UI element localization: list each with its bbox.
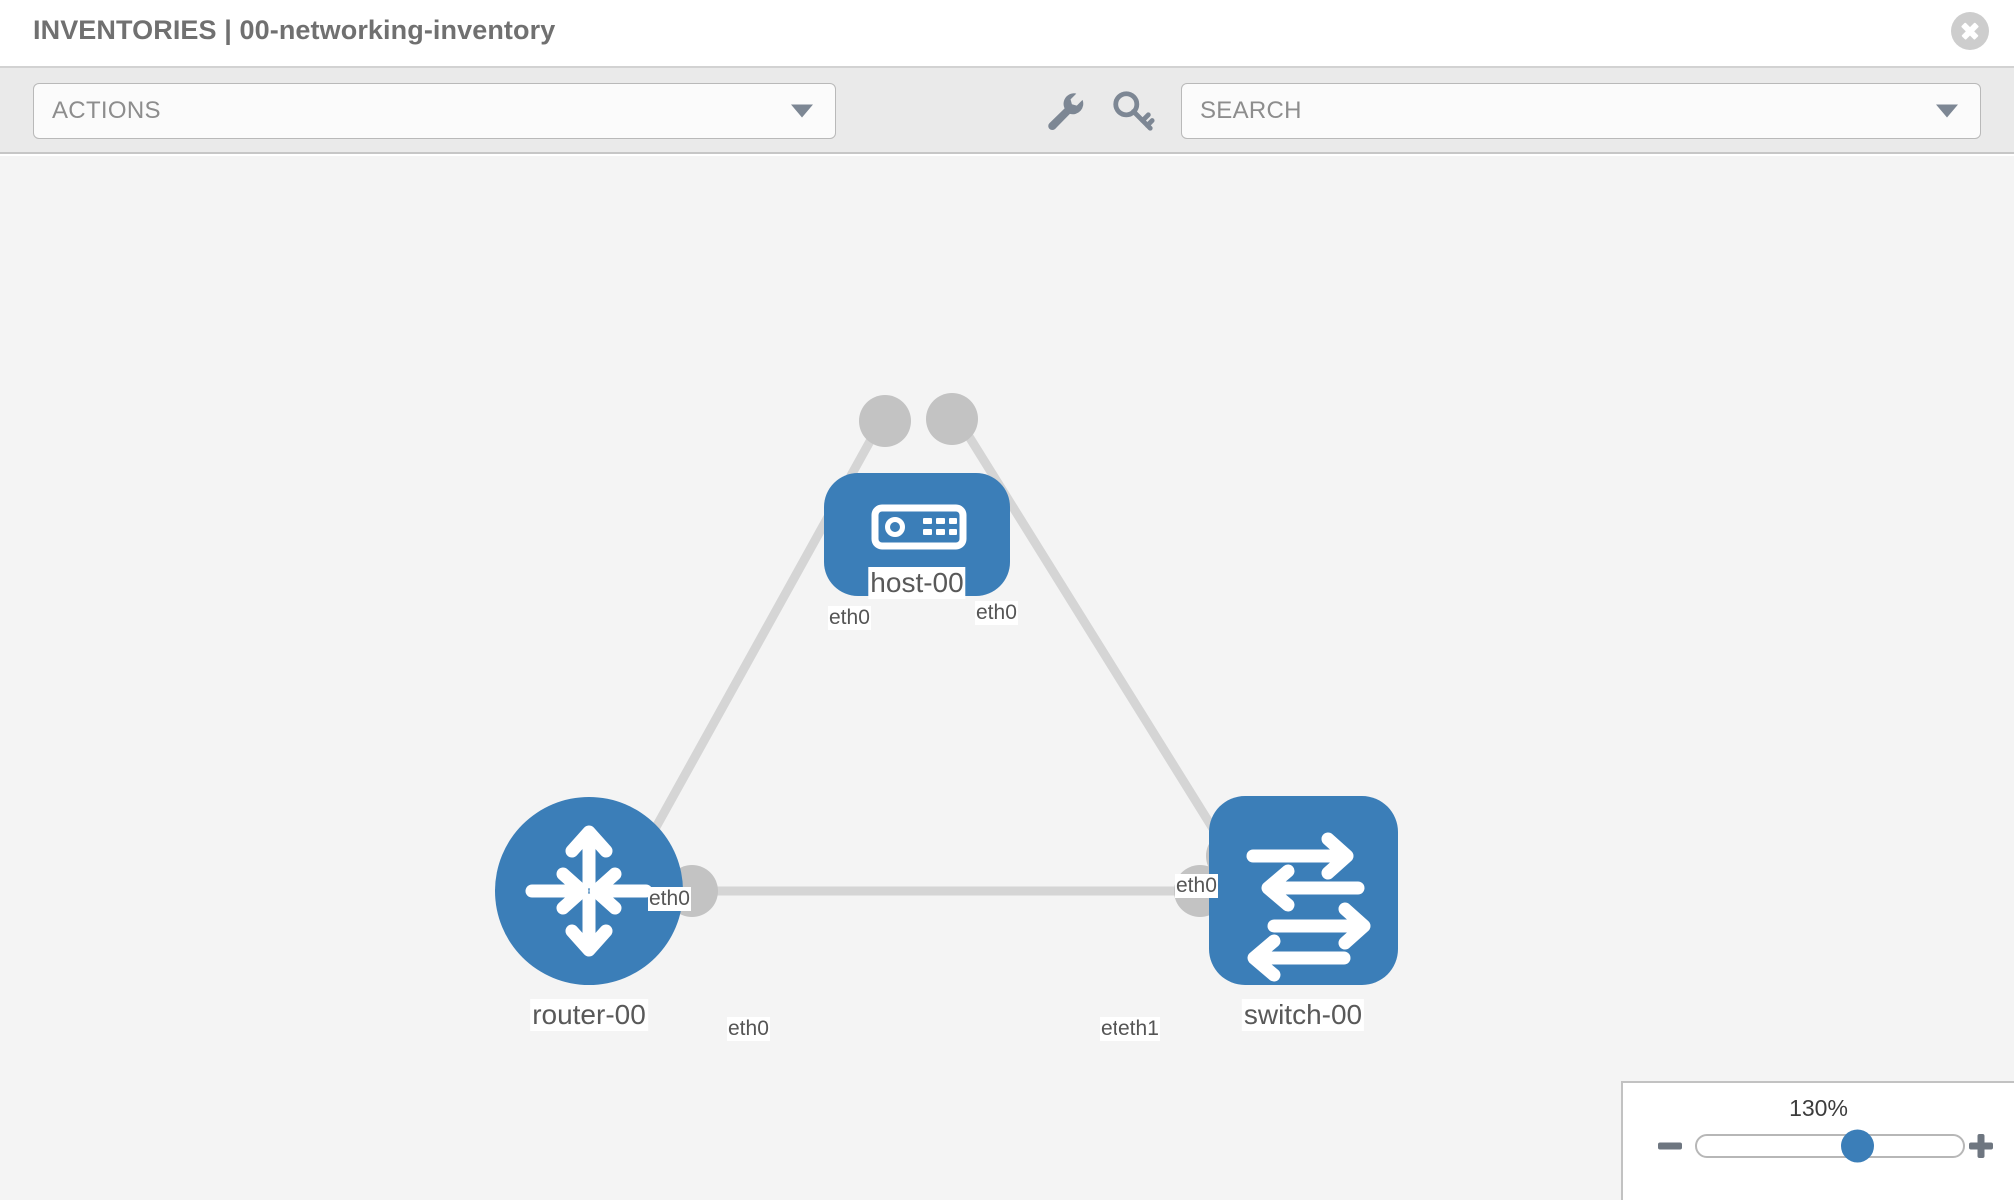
key-icon[interactable] <box>1110 88 1156 134</box>
edge-label: eth1 <box>1117 1017 1160 1041</box>
node-label-router-00: router-00 <box>530 999 648 1031</box>
edge-label: eth0 <box>828 606 871 630</box>
chevron-down-icon[interactable] <box>1936 104 1958 118</box>
zoom-percent-label: 130% <box>1789 1095 1848 1121</box>
chevron-down-icon <box>791 104 813 118</box>
server-icon <box>871 504 967 550</box>
edge-label: eth0 <box>648 887 691 911</box>
actions-dropdown-label: ACTIONS <box>52 97 161 124</box>
node-switch-00 <box>1209 796 1398 985</box>
topology-graph <box>495 393 1398 985</box>
node-label-host-00: host-00 <box>868 567 966 599</box>
zoom-slider[interactable] <box>1695 1129 1965 1163</box>
minus-icon[interactable] <box>1655 1131 1685 1161</box>
page-header: INVENTORIES | 00-networking-inventory <box>0 0 2014 68</box>
topology-canvas[interactable]: host-00 router-00 switch-00 eth0 eth0 et… <box>0 156 2014 1200</box>
search-input[interactable]: SEARCH <box>1181 83 1981 139</box>
switch-icon <box>1246 832 1371 982</box>
edge-label: eth0 <box>1175 874 1218 898</box>
router-icon <box>525 825 653 957</box>
search-placeholder: SEARCH <box>1200 97 1302 124</box>
zoom-control-panel: 130% <box>1621 1081 2014 1200</box>
edge-label: eth0 <box>727 1017 770 1041</box>
node-label-switch-00: switch-00 <box>1241 999 1365 1031</box>
node-router-00 <box>495 797 683 985</box>
connector-host00-right <box>926 393 978 445</box>
plus-icon[interactable] <box>1966 1131 1996 1161</box>
node-host-00 <box>824 473 1010 596</box>
actions-dropdown[interactable]: ACTIONS <box>33 83 836 139</box>
close-icon[interactable] <box>1951 12 1989 50</box>
page-title: INVENTORIES | 00-networking-inventory <box>33 15 556 45</box>
zoom-slider-thumb[interactable] <box>1840 1129 1874 1163</box>
edge-label: eth0 <box>975 601 1018 625</box>
wrench-icon[interactable] <box>1042 88 1088 134</box>
connector-host00-left <box>859 395 911 447</box>
toolbar: ACTIONS SEARCH <box>0 68 2014 154</box>
